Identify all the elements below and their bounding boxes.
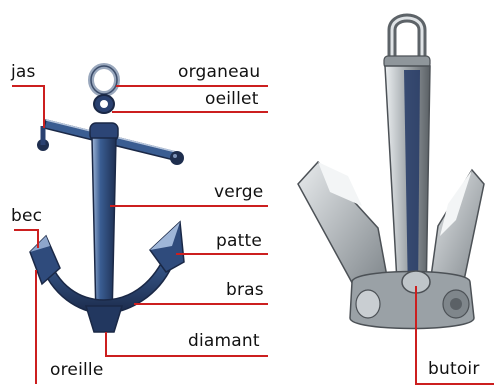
crown-diamant: [86, 306, 122, 332]
shank-verge: [92, 138, 116, 318]
label-jas: jas: [11, 62, 36, 82]
label-patte: patte: [216, 231, 262, 251]
leader-jas: [12, 86, 44, 128]
leader-bec: [14, 230, 38, 248]
label-bec: bec: [11, 206, 42, 226]
classic-anchor: [30, 66, 184, 332]
stockless-anchor: [298, 18, 484, 329]
label-oreille: oreille: [50, 360, 104, 380]
label-organeau: organeau: [178, 62, 260, 82]
label-oeillet: oeillet: [205, 89, 259, 109]
label-diamant: diamant: [188, 331, 260, 351]
label-verge: verge: [214, 182, 263, 202]
label-butoir: butoir: [428, 359, 480, 379]
label-bras: bras: [226, 280, 264, 300]
